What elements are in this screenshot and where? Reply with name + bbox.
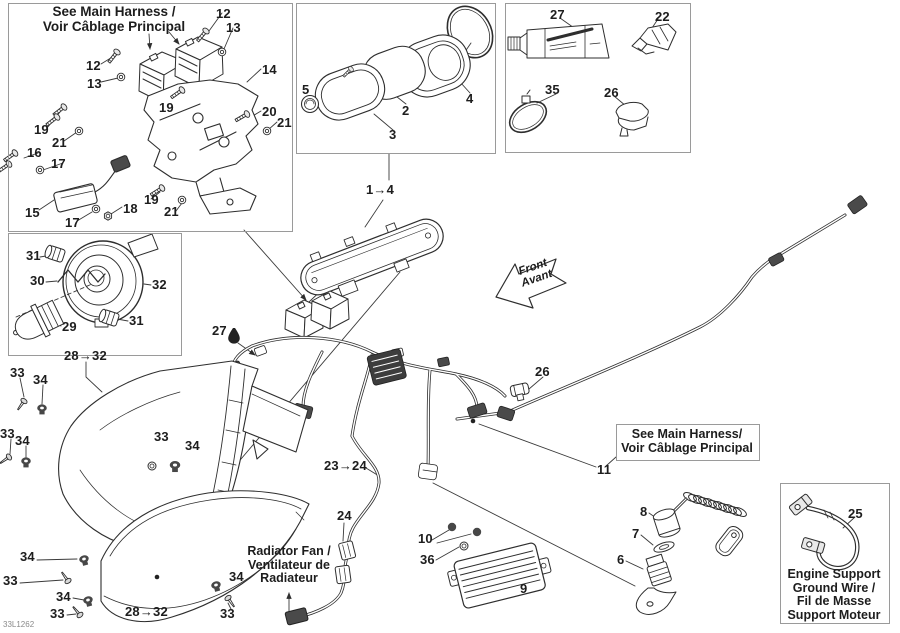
- callout-19-a: 19: [159, 100, 174, 115]
- callout-33-c: 33: [154, 429, 169, 444]
- callout-29: 29: [62, 319, 77, 334]
- harness-reference-line2: Voir Câblage Principal: [621, 441, 753, 455]
- radiator-fan-line1: Radiator Fan /: [247, 544, 331, 558]
- callout-34-c: 34: [185, 438, 200, 453]
- artwork-code: 33L1262: [3, 620, 35, 629]
- harness-reference-line1: See Main Harness/: [631, 427, 743, 441]
- callout-28-to-32-a: 28→32: [64, 348, 107, 363]
- radiator-fan-note: Radiator Fan / Ventilateur de Radiateur: [238, 544, 340, 586]
- callout-16: 16: [27, 145, 42, 160]
- callout-34-e: 34: [56, 589, 71, 604]
- callout-34-d: 34: [20, 549, 35, 564]
- callout-33-a: 33: [10, 365, 25, 380]
- callout-28-to-32-b: 28→32: [125, 604, 168, 619]
- harness-clip-art: [509, 382, 530, 402]
- callout-33-b: 33: [0, 426, 15, 441]
- callout-33-e: 33: [50, 606, 65, 621]
- callout-31-b: 31: [129, 313, 144, 328]
- callout-13-b: 13: [87, 76, 102, 91]
- callout-35: 35: [545, 82, 560, 97]
- callout-22: 22: [655, 9, 670, 24]
- callout-36: 36: [420, 552, 435, 567]
- top-left-box-title-line2: Voir Câblage Principal: [42, 19, 186, 34]
- instrument-cluster-art: [300, 218, 444, 297]
- engine-ground-line1: Engine Support: [787, 567, 881, 581]
- radiator-fan-line2: Ventilateur de: [248, 557, 330, 572]
- harness-reference-note: See Main Harness/ Voir Câblage Principal: [617, 427, 757, 455]
- ground-wire-art: [788, 493, 860, 571]
- callout-12-a: 12: [216, 6, 231, 21]
- top-left-box-title-line1: See Main Harness /: [52, 4, 176, 19]
- callout-8: 8: [640, 504, 648, 519]
- fuse-art: [631, 23, 677, 55]
- callout-32: 32: [152, 277, 167, 292]
- front-direction-arrow: [495, 258, 567, 309]
- dess-post-parts-art: [635, 508, 681, 615]
- callout-1-to-4: 1→4: [366, 182, 395, 197]
- engine-ground-line4: Support Moteur: [787, 607, 881, 622]
- sealant-tube-art: [507, 23, 610, 59]
- callout-27-a: 27: [550, 7, 565, 22]
- callout-6: 6: [617, 552, 625, 567]
- tether-cord-art: [672, 491, 747, 557]
- callout-33-f: 33: [220, 606, 235, 621]
- callout-7: 7: [632, 526, 640, 541]
- callout-5: 5: [302, 82, 310, 97]
- headlight-lens-art: [100, 490, 310, 623]
- callout-2: 2: [402, 103, 410, 118]
- grease-drop-icon: [228, 328, 240, 344]
- cable-tie-art: [508, 89, 548, 134]
- engine-ground-wire-note: Engine Support Ground Wire / Fil de Mass…: [781, 567, 887, 622]
- callout-26-b: 26: [535, 364, 550, 379]
- callout-9: 9: [520, 581, 528, 596]
- callout-26-a: 26: [604, 85, 619, 100]
- callout-13-a: 13: [226, 20, 241, 35]
- callout-34-a: 34: [33, 372, 48, 387]
- callout-21-b: 21: [52, 135, 67, 150]
- callout-23-to-24: 23→24: [324, 458, 367, 473]
- callout-34-f: 34: [229, 569, 244, 584]
- callout-30: 30: [30, 273, 45, 288]
- callout-19-b: 19: [34, 122, 49, 137]
- callout-14: 14: [262, 62, 277, 77]
- engine-ground-line2: Ground Wire /: [792, 580, 876, 595]
- callout-17-b: 17: [65, 215, 80, 230]
- callout-24: 24: [337, 508, 352, 523]
- fuse-modules-art: [138, 36, 224, 104]
- callout-34-b: 34: [15, 433, 30, 448]
- callout-4: 4: [466, 91, 474, 106]
- callout-25: 25: [848, 506, 863, 521]
- callout-21-a: 21: [277, 115, 292, 130]
- relays-art: [284, 290, 350, 339]
- gauge-parts-art: [300, 5, 494, 121]
- callout-10: 10: [418, 531, 433, 546]
- fan-wire-connectors-art: [284, 540, 357, 626]
- callout-17-a: 17: [51, 156, 66, 171]
- top-left-box-title: See Main Harness / Voir Câblage Principa…: [28, 4, 200, 34]
- callout-21-c: 21: [164, 204, 179, 219]
- callout-31-a: 31: [26, 248, 41, 263]
- callout-20: 20: [262, 104, 277, 119]
- bulb-retainer-clip-art: [57, 269, 106, 283]
- mounting-bracket-art: [53, 79, 259, 215]
- callout-33-d: 33: [3, 573, 18, 588]
- callout-15: 15: [25, 205, 40, 220]
- radiator-fan-line3: Radiateur: [260, 571, 318, 585]
- callout-3: 3: [389, 127, 397, 142]
- callout-11: 11: [597, 462, 612, 477]
- clip-art-box: [615, 101, 649, 137]
- engine-ground-line3: Fil de Masse: [796, 594, 872, 608]
- voltage-regulator-art: [447, 522, 552, 609]
- bulb-art: [13, 299, 65, 340]
- callout-18: 18: [123, 201, 138, 216]
- callout-27-b: 27: [212, 323, 227, 338]
- callout-19-c: 19: [144, 192, 159, 207]
- callout-12-b: 12: [86, 58, 101, 73]
